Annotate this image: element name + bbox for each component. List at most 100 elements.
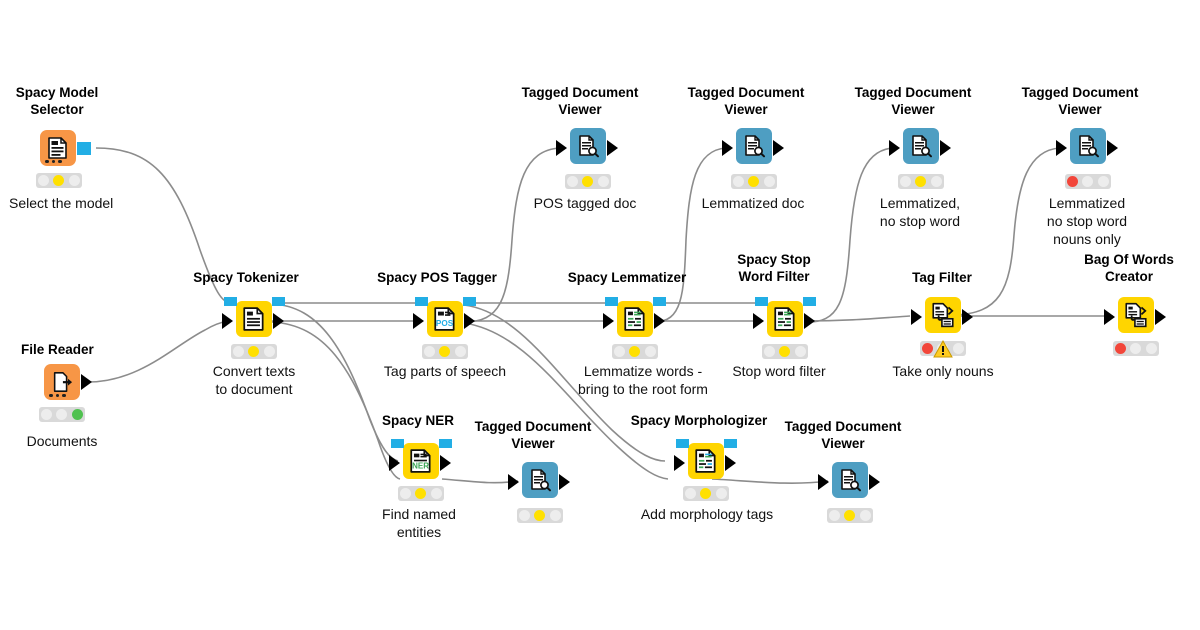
light-yellow (629, 346, 641, 357)
node-title: Tagged Document Viewer (854, 85, 972, 117)
node-annotation: Lemmatized no stop word nouns only (1046, 195, 1128, 247)
light-red (38, 175, 50, 186)
output-port-data[interactable] (1107, 140, 1118, 156)
node-title: Tagged Document Viewer (687, 85, 805, 117)
input-port-data[interactable] (222, 313, 233, 329)
input-port-data[interactable] (911, 309, 922, 325)
output-port-model[interactable] (803, 297, 816, 306)
node-body[interactable] (40, 130, 76, 166)
node-body[interactable] (832, 462, 868, 498)
light-red (400, 488, 412, 499)
output-port-data[interactable] (654, 313, 665, 329)
document-search-icon (531, 469, 551, 492)
light-green (1097, 176, 1109, 187)
light-red (41, 409, 53, 420)
node-title: Spacy Stop Word Filter (737, 252, 811, 284)
node-body[interactable] (925, 297, 961, 333)
node-title: File Reader (21, 342, 94, 357)
output-port-data[interactable] (725, 455, 736, 471)
status-lights (36, 173, 82, 188)
status-lights (517, 508, 563, 523)
output-port-data[interactable] (81, 374, 92, 390)
node-body[interactable] (688, 443, 724, 479)
light-red (829, 510, 841, 521)
node-body[interactable] (236, 301, 272, 337)
light-red (764, 346, 776, 357)
node-body[interactable] (617, 301, 653, 337)
input-port-data[interactable] (413, 313, 424, 329)
node-body[interactable]: NER (403, 443, 439, 479)
input-port-data[interactable] (1104, 309, 1115, 325)
output-port-model[interactable] (653, 297, 666, 306)
node-body[interactable] (1118, 297, 1154, 333)
node-annotation: Stop word filter (732, 363, 826, 379)
light-yellow (779, 346, 791, 357)
input-port-model[interactable] (224, 297, 237, 306)
output-port-data[interactable] (804, 313, 815, 329)
node-annotation: Take only nouns (892, 363, 994, 379)
input-port-data[interactable] (889, 140, 900, 156)
output-port-data[interactable] (440, 455, 451, 471)
document-search-icon (1079, 135, 1099, 158)
output-port-data[interactable] (559, 474, 570, 490)
status-lights (1113, 341, 1159, 356)
output-port-data[interactable] (773, 140, 784, 156)
input-port-data[interactable] (753, 313, 764, 329)
input-port-model[interactable] (755, 297, 768, 306)
output-port-model[interactable] (272, 297, 285, 306)
document-list-icon (48, 137, 67, 159)
light-green (597, 176, 609, 187)
node-title: Tagged Document Viewer (784, 419, 902, 451)
input-port-data[interactable] (603, 313, 614, 329)
node-annotation: Add morphology tags (640, 506, 774, 522)
node-body[interactable]: POS (427, 301, 463, 337)
output-port-model[interactable] (439, 439, 452, 448)
output-port-data[interactable] (940, 140, 951, 156)
light-red (424, 346, 436, 357)
input-port-data[interactable] (818, 474, 829, 490)
light-yellow (748, 176, 760, 187)
node-body[interactable] (736, 128, 772, 164)
node-annotation: Documents (26, 433, 98, 449)
light-red (1115, 343, 1127, 354)
input-port-data[interactable] (556, 140, 567, 156)
light-red (685, 488, 697, 499)
output-port-data[interactable] (869, 474, 880, 490)
output-port-model[interactable] (724, 439, 737, 448)
input-port-data[interactable] (1056, 140, 1067, 156)
light-green (859, 510, 871, 521)
node-body[interactable] (1070, 128, 1106, 164)
output-port-data[interactable] (1155, 309, 1166, 325)
input-port-model[interactable] (415, 297, 428, 306)
light-red (922, 343, 934, 354)
light-yellow (582, 176, 594, 187)
status-lights (731, 174, 777, 189)
input-port-model[interactable] (391, 439, 404, 448)
status-lights (231, 344, 277, 359)
light-green (68, 175, 80, 186)
document-search-icon (745, 135, 765, 158)
output-port-data[interactable] (273, 313, 284, 329)
output-port-model[interactable] (77, 142, 91, 155)
input-port-model[interactable] (676, 439, 689, 448)
node-body[interactable] (570, 128, 606, 164)
input-port-data[interactable] (674, 455, 685, 471)
light-green (263, 346, 275, 357)
input-port-data[interactable] (508, 474, 519, 490)
node-body[interactable] (903, 128, 939, 164)
output-port-model[interactable] (463, 297, 476, 306)
node-body[interactable] (767, 301, 803, 337)
output-port-data[interactable] (962, 309, 973, 325)
input-port-data[interactable] (722, 140, 733, 156)
output-port-data[interactable] (464, 313, 475, 329)
node-body[interactable] (44, 364, 80, 400)
status-lights (422, 344, 468, 359)
light-green (430, 488, 442, 499)
input-port-model[interactable] (605, 297, 618, 306)
node-annotation: Convert texts to document (212, 363, 296, 397)
light-green (715, 488, 727, 499)
output-port-data[interactable] (607, 140, 618, 156)
input-port-data[interactable] (389, 455, 400, 471)
node-body[interactable] (522, 462, 558, 498)
